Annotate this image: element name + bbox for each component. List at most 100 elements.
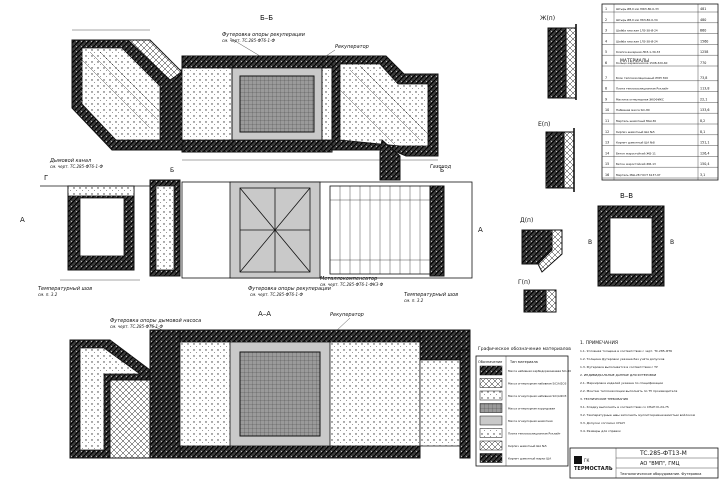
spec-row-name: Кирпич шамотный ША №5 bbox=[616, 130, 655, 134]
spec-row-qty: 8,1 bbox=[700, 130, 705, 134]
spec-row-pos: 12 bbox=[605, 130, 609, 134]
spec-row-name: Бетон жаростойкий ЖБ-13 bbox=[616, 162, 656, 166]
note-line: 2. ИНДИВИДУАЛЬНЫЕ ДАННЫЕ ДЛЯ ФУТЕРОВКИ bbox=[580, 373, 656, 377]
spec-row-name: Кольцо керамическое 1508-320-60 bbox=[616, 61, 668, 65]
spec-row-name: Мертель шамотный МШ-36 bbox=[616, 119, 656, 123]
callout-top-support-ref: см. черт. TC.285-ФТ6-1-Ф bbox=[222, 38, 275, 43]
spec-row-name: Кирпич шамотный ША №8 bbox=[616, 141, 655, 145]
spec-row-pos: 16 bbox=[605, 173, 609, 177]
legend-item: Кирпич шамотный ША №5 bbox=[508, 444, 547, 448]
detail-d-label: Д(п) bbox=[520, 217, 533, 224]
callout-compensator-mid: Футеровка опоры рекуперации bbox=[248, 286, 332, 292]
section-bb-drawing: Б–Б Футеровка опоры рекуперации см. черт… bbox=[49, 14, 452, 181]
spec-row-qty: 770 bbox=[700, 61, 706, 65]
legend-swatch bbox=[479, 365, 503, 376]
spec-row-qty: 8,2 bbox=[700, 119, 705, 123]
callout-duct-left: Дымовой канал bbox=[49, 158, 92, 164]
doc-code: TC.285-ФТ13-М bbox=[639, 450, 687, 457]
callout-thermo-left-ref: см. п. 3.2 bbox=[38, 292, 58, 297]
legend-table: Графическое обозначение материалов Обозн… bbox=[475, 346, 571, 467]
legend-swatch bbox=[479, 428, 503, 438]
callout-gas-top: Газоход bbox=[430, 164, 452, 170]
note-line: 3.1. Кладку выполнять в соответствии со … bbox=[580, 405, 669, 409]
callout-thermo-left: Температурный шов bbox=[38, 286, 92, 292]
note-line: 1.2. Толщина футеровки указана без учёта… bbox=[580, 357, 665, 361]
company-logo-icon bbox=[574, 456, 582, 464]
spec-row-pos: 8 bbox=[605, 87, 607, 91]
spec-row-qty: 126,4 bbox=[700, 151, 709, 155]
spec-row-pos: 6 bbox=[605, 61, 607, 65]
callout-metal-compensator: Металлокомпенсатор bbox=[320, 276, 377, 282]
legend-swatch bbox=[479, 390, 503, 401]
section-vv-drawing: В–В В В bbox=[588, 192, 674, 287]
spec-row-qty: 150,4 bbox=[700, 162, 709, 166]
spec-row-pos: 9 bbox=[605, 97, 607, 101]
spec-row-qty: 113,8 bbox=[700, 87, 709, 91]
legend-swatch bbox=[479, 378, 503, 388]
spec-row-pos: 14 bbox=[605, 151, 609, 155]
spec-row-pos: 15 bbox=[605, 162, 609, 166]
spec-row-name: Блок теплоизоляционный ЛМН 300 bbox=[616, 76, 668, 80]
legend-swatch bbox=[479, 440, 503, 451]
legend-item: Масса набивная карбидкремниевая SiC-80 bbox=[508, 369, 571, 373]
detail-zh-label: Ж(п) bbox=[540, 15, 555, 22]
spec-row-pos: 5 bbox=[605, 50, 607, 54]
notes-title: 1. ПРИМЕЧАНИЯ bbox=[580, 340, 618, 346]
detail-zh: Ж(п) bbox=[540, 15, 577, 100]
legend-swatch bbox=[479, 403, 503, 413]
section-a-right-label: А bbox=[478, 226, 483, 234]
section-b-left-label: Б bbox=[170, 167, 174, 174]
callout-metal-compensator-ref: см. черт. TC.285-ФТ6-1-ФКЗ-Ф bbox=[320, 282, 384, 287]
note-line: 2.1. Маркировка изделий указана по специ… bbox=[580, 381, 663, 385]
spec-row-name: Плита теплоизоляционная Роклайт bbox=[616, 87, 669, 91]
spec-row-qty: 22,1 bbox=[700, 97, 707, 101]
callout-bottom-ref: см. черт. TC.285-ФТ6-1-Ф bbox=[110, 324, 163, 329]
detail-e-label: Е(п) bbox=[538, 121, 550, 128]
spec-row-pos: 1 bbox=[605, 7, 607, 11]
callout-recuperator-bottom: Рекуператор bbox=[330, 312, 364, 318]
plan-view-drawing: Б Б А Футеровка опоры рекуперации см. че… bbox=[149, 167, 483, 303]
spec-row-qty: 1560 bbox=[700, 39, 708, 43]
callout-top-support: Футеровка опоры рекуперации bbox=[222, 32, 306, 38]
note-line: 3.4. Размеры для справок bbox=[580, 429, 621, 433]
note-line: 3. ТЕХНИЧЕСКИЕ ТРЕБОВАНИЯ bbox=[580, 397, 628, 401]
spec-row-pos: 3 bbox=[605, 29, 607, 33]
spec-row-pos: 4 bbox=[605, 39, 607, 43]
logo-text: ТЕРМОСТАЛЬ bbox=[574, 466, 613, 472]
spec-row-pos: 7 bbox=[605, 76, 607, 80]
spec-row-qty: 1258 bbox=[700, 50, 708, 54]
callout-compensator-mid-ref: см. черт. TC.285-ФТ6-1-Ф bbox=[250, 292, 303, 297]
spec-row-name: Штырь Ø8,0 мм ЛКЗ-80-0-34 bbox=[616, 17, 658, 22]
section-aa-label: А–А bbox=[258, 310, 271, 318]
section-g-drawing: Г А Температурный шов см. п. 3.2 bbox=[20, 174, 150, 297]
spec-row-pos: 11 bbox=[605, 119, 609, 123]
spec-row-qty: 480 bbox=[700, 18, 706, 22]
legend-item: Масса огнеупорная набивная SiC/Al2O3 bbox=[508, 394, 567, 398]
callout-thermo-right: Температурный шов bbox=[404, 292, 458, 298]
note-line: 1.3. Футеровка выполняется в соответстви… bbox=[580, 365, 658, 369]
spec-row-name: Клипса анкерная ЛКЗ-1-30-33 bbox=[616, 50, 660, 54]
legend-col1: Обозначение bbox=[478, 360, 502, 364]
spec-row-pos: 13 bbox=[605, 141, 609, 145]
spec-row-qty: 73,8 bbox=[700, 76, 707, 80]
spec-row-name: Штырь Ø8,0 мм ЛЖЗ-80-0-33 bbox=[616, 6, 659, 11]
note-line: 3.3. Допуски согласно СНиП bbox=[580, 421, 625, 425]
note-line: 1.1. Условная толщина в соответствии с ч… bbox=[580, 349, 672, 353]
section-a-left-label: А bbox=[20, 216, 25, 224]
section-aa-drawing: А–А Футеровка опоры дымовой насоса Рекуп… bbox=[69, 310, 471, 459]
spec-row-name: Мертель МШ-28 ГОСТ 6137-97 bbox=[616, 173, 661, 177]
sheet-title: Технологическое оборудование. Футеровка bbox=[619, 472, 701, 476]
legend-item: Кирпич шамотный марки ША bbox=[508, 457, 551, 461]
company-name: АО "ВМП", ГМЦ bbox=[640, 461, 680, 467]
spec-row-qty: 481 bbox=[700, 7, 706, 11]
spec-row-name: Шайба плоская 1ЛЗ-38-Ø-24 bbox=[616, 38, 658, 43]
legend-title: Графическое обозначение материалов bbox=[478, 346, 571, 352]
callout-duct-left-ref: см. черт. TC.285-ФТ6-1-Ф bbox=[50, 164, 103, 169]
section-bb-label: Б–Б bbox=[260, 14, 273, 22]
section-v-left-label: В bbox=[588, 239, 592, 246]
callout-thermo-right-ref: см. п. 3.2 bbox=[404, 298, 424, 303]
legend-item: Масса огнеупорная корундовая bbox=[508, 407, 555, 411]
legend-swatch bbox=[479, 415, 503, 426]
spec-row-qty: 660 bbox=[700, 29, 706, 33]
spec-row-name: Шайба плоская 1ЛЗ-38-Ø-24 bbox=[616, 28, 658, 33]
